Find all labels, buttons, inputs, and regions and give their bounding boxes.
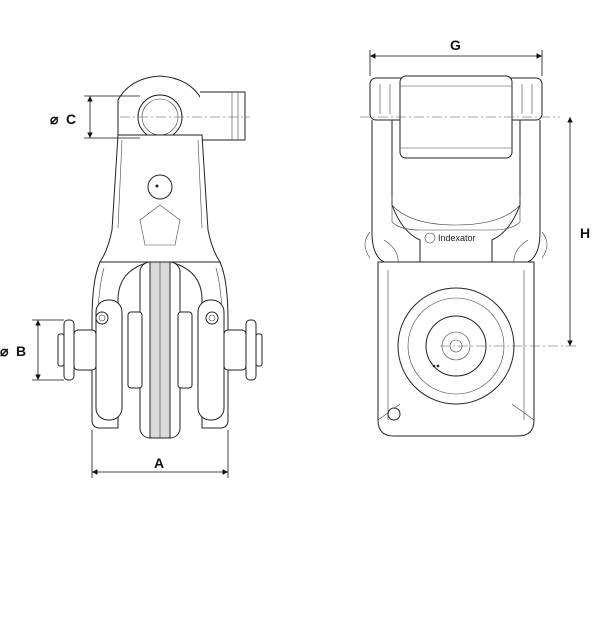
c-label: C: [66, 111, 76, 127]
b-diameter-symbol: ⌀: [0, 343, 9, 359]
neck-ball: [147, 174, 173, 200]
b-label: B: [16, 343, 26, 359]
h-label: H: [580, 225, 590, 241]
dimension-h: H: [567, 117, 590, 346]
left-bolt: [95, 311, 109, 325]
a-label: A: [154, 455, 164, 471]
side-view: [57, 75, 263, 439]
right-end-nut: [245, 319, 257, 381]
right-hub: [223, 329, 247, 371]
right-bolt: [205, 311, 219, 325]
dimension-g: G: [369, 37, 543, 76]
dimension-a: A: [91, 430, 229, 478]
c-diameter-symbol: ⌀: [50, 111, 59, 127]
top-bracket: [200, 91, 246, 141]
dimension-b: ⌀ B: [0, 319, 64, 381]
front-view: Indexator: [364, 75, 548, 437]
dimension-c: ⌀ C: [50, 95, 140, 139]
left-hub: [73, 329, 97, 371]
logo-mark: [424, 232, 436, 244]
logo-text: Indexator: [438, 233, 476, 243]
left-end-nut: [63, 319, 75, 381]
g-label: G: [450, 37, 461, 53]
